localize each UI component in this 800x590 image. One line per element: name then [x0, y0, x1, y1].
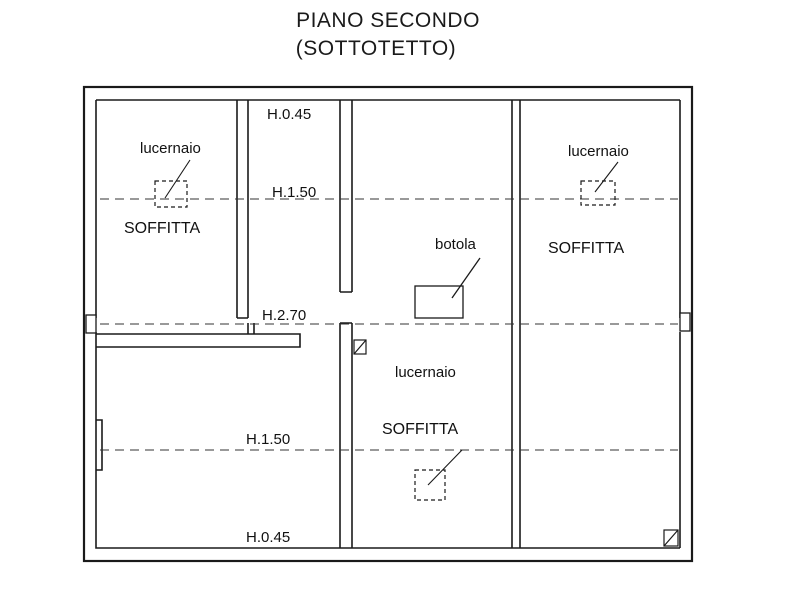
- height-label-ridge: H.2.70: [262, 307, 306, 324]
- room-label-top-left: SOFFITTA: [124, 220, 200, 237]
- skylight-leaders: [164, 159, 619, 486]
- skylight-label-center: lucernaio: [395, 364, 456, 381]
- skylight-label-top-right: lucernaio: [568, 143, 629, 160]
- hatch-icon: [414, 257, 481, 319]
- outer-wall: [82, 85, 694, 563]
- height-label-lower: H.1.50: [246, 431, 290, 448]
- skylight-icon: [154, 180, 616, 501]
- side-window-left: [85, 314, 97, 334]
- height-label-bottom: H.0.45: [246, 529, 290, 546]
- room-label-top-right: SOFFITTA: [548, 240, 624, 257]
- height-lines: [100, 198, 678, 451]
- height-label-top-corridor: H.0.45: [267, 106, 311, 123]
- side-window-right: [679, 312, 691, 332]
- hatch-label: botola: [435, 236, 477, 253]
- room-label-center: SOFFITTA: [382, 421, 458, 438]
- height-label-upper: H.1.50: [272, 184, 316, 201]
- corner-marker-icon: [353, 339, 679, 547]
- interior-walls: [96, 100, 521, 548]
- skylight-label-top-left: lucernaio: [140, 140, 201, 157]
- plan-title: PIANO SECONDO: [296, 9, 480, 32]
- plan-subtitle: (SOTTOTETTO): [295, 37, 457, 60]
